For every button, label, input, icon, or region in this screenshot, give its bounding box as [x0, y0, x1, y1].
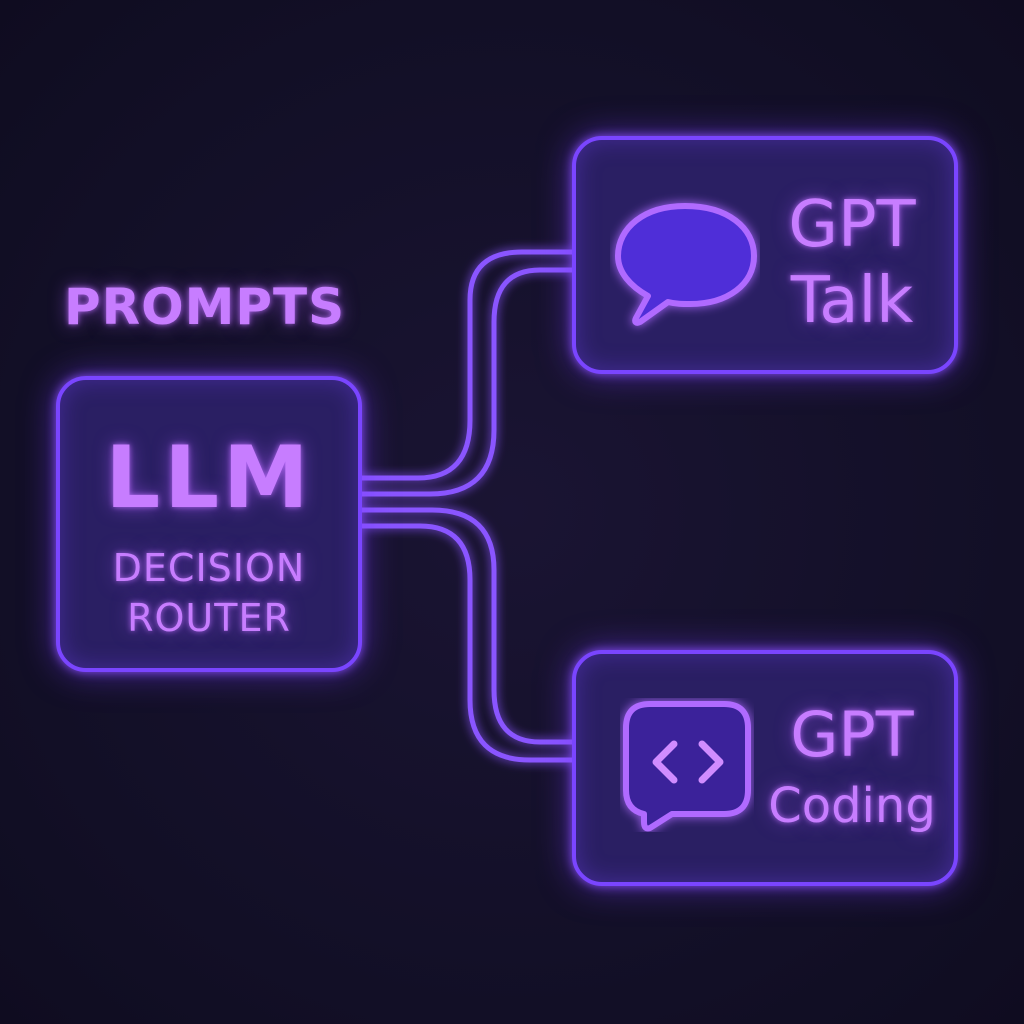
chat-bubble-icon	[615, 203, 757, 326]
coding-node-line2: Coding	[768, 778, 936, 834]
code-brackets-icon	[623, 701, 751, 832]
gpt-coding-node: GPT Coding	[572, 650, 958, 886]
connector-coding-inner	[359, 507, 577, 745]
gpt-talk-node: GPT Talk	[572, 136, 958, 374]
coding-node-line1: GPT	[790, 698, 914, 771]
prompts-label: PROMPTS	[64, 278, 346, 336]
connector-talk-inner	[359, 267, 577, 497]
router-subtitle-line1: DECISION	[112, 546, 306, 590]
talk-node-line1: GPT	[788, 188, 916, 262]
router-subtitle-line2: ROUTER	[127, 596, 291, 640]
connector-coding-outer	[359, 523, 577, 763]
connector-talk-outer	[359, 249, 577, 481]
router-title: LLM	[105, 428, 313, 528]
router-node: LLM DECISION ROUTER	[56, 376, 362, 672]
talk-node-line2: Talk	[790, 264, 914, 338]
